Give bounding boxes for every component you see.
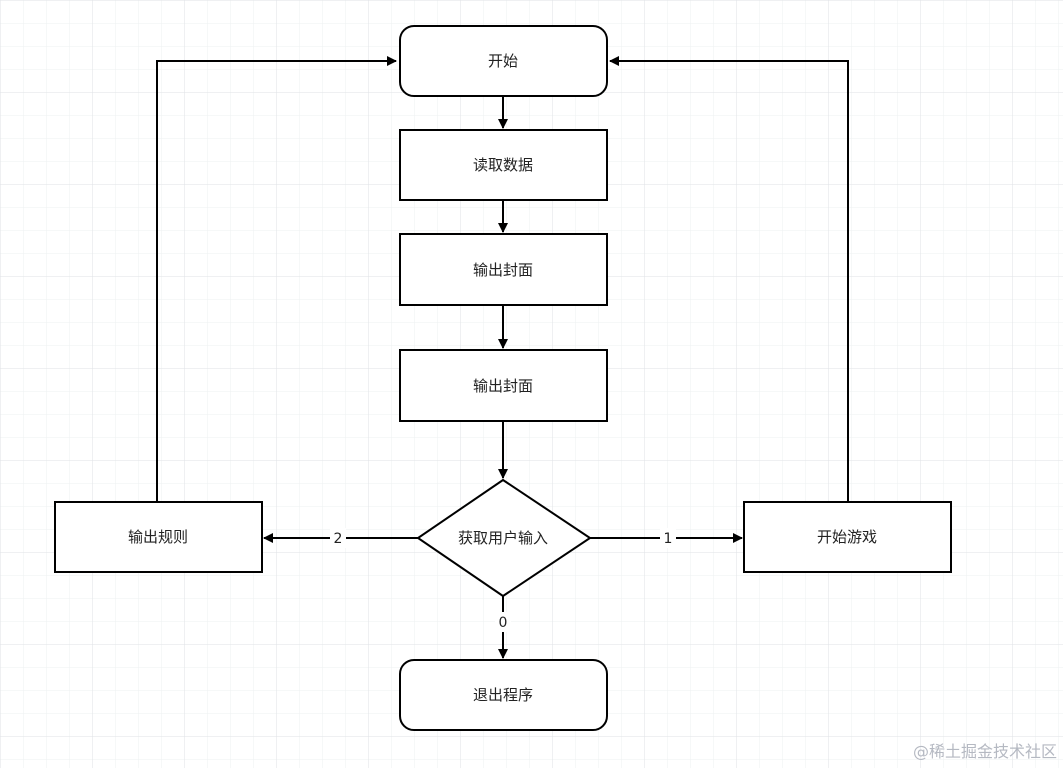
watermark-text: @稀土掘金技术社区 xyxy=(912,742,1057,761)
node-output-rules-label: 输出规则 xyxy=(128,528,188,546)
node-exit-program-label: 退出程序 xyxy=(473,686,533,704)
node-output-rules[interactable]: 输出规则 xyxy=(54,501,263,573)
edge-rules-to-start xyxy=(156,56,397,502)
node-start-label: 开始 xyxy=(488,52,518,70)
node-exit-program[interactable]: 退出程序 xyxy=(399,659,608,731)
node-get-input-label: 获取用户输入 xyxy=(458,529,548,547)
node-start[interactable]: 开始 xyxy=(399,25,608,97)
edge-label-1: 1 xyxy=(664,531,673,547)
node-output-cover-2[interactable]: 输出封面 xyxy=(399,349,608,422)
node-get-input[interactable]: 获取用户输入 xyxy=(416,478,592,598)
node-output-cover-1[interactable]: 输出封面 xyxy=(399,233,608,306)
node-read-data[interactable]: 读取数据 xyxy=(399,129,608,201)
node-output-cover-2-label: 输出封面 xyxy=(473,377,533,395)
edge-label-0: 0 xyxy=(499,615,508,631)
edge-game-to-start xyxy=(609,56,849,502)
node-start-game-label: 开始游戏 xyxy=(817,528,877,546)
node-output-cover-1-label: 输出封面 xyxy=(473,261,533,279)
edge-labels: 2 1 0 xyxy=(330,528,676,632)
edge-label-2: 2 xyxy=(334,531,343,547)
node-read-data-label: 读取数据 xyxy=(473,156,533,174)
node-start-game[interactable]: 开始游戏 xyxy=(743,501,952,573)
